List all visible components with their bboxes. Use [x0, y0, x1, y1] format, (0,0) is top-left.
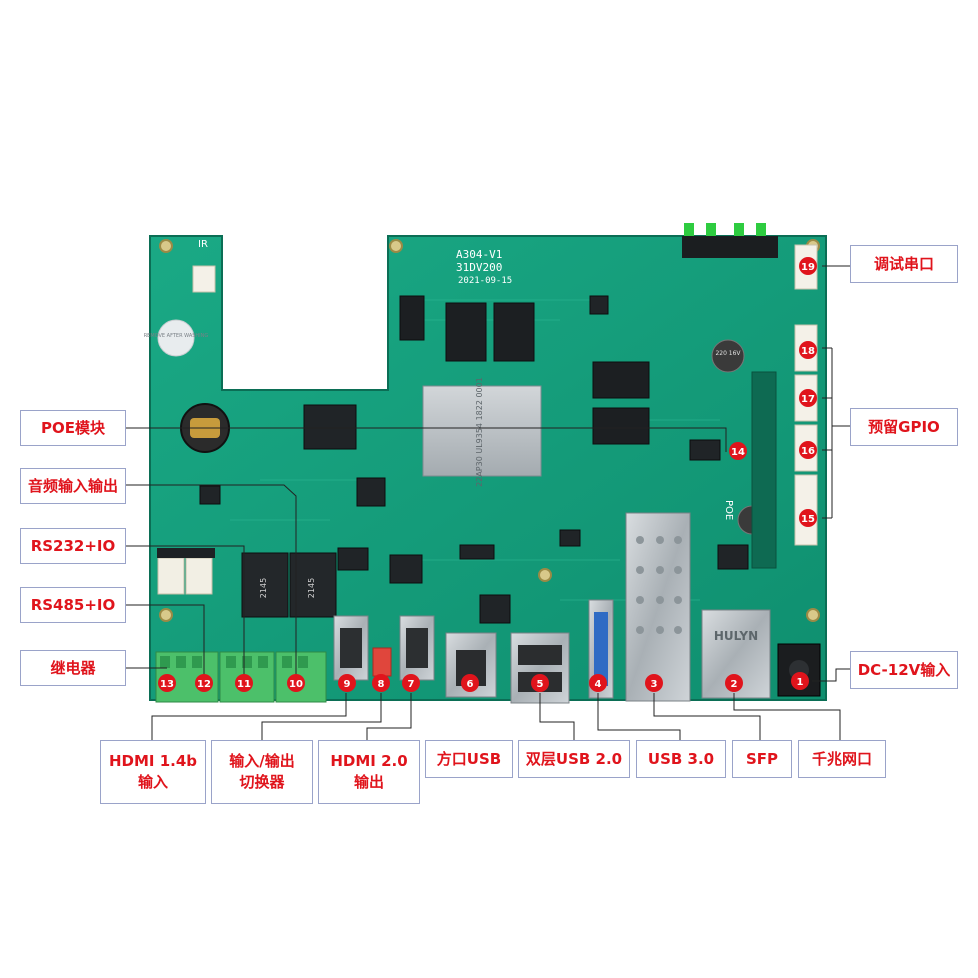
- inductor-1: [241, 552, 289, 618]
- marker-18-dot: [799, 341, 817, 359]
- marker-4-dot: [589, 674, 607, 692]
- marker-12: 12: [197, 679, 211, 690]
- marker-18: 18: [801, 346, 815, 357]
- jst-headers: [192, 244, 818, 546]
- poe-module-board: [751, 371, 777, 569]
- marker-17-dot: [799, 389, 817, 407]
- sfp-cage: [625, 512, 691, 702]
- label-hdmi-in: HDMI 1.4b 输入: [100, 740, 206, 804]
- markers: [158, 257, 817, 692]
- marker-13-dot: [158, 674, 176, 692]
- marker-6: 6: [467, 679, 474, 690]
- marker-14: 14: [731, 447, 745, 458]
- silk-model: A304-V1: [456, 248, 502, 261]
- marker-8-dot: [372, 674, 390, 692]
- marker-19: 19: [801, 262, 815, 273]
- marker-14-dot: [729, 442, 747, 460]
- label-rs485: RS485+IO: [20, 587, 126, 623]
- label-poe: POE模块: [20, 410, 126, 446]
- marker-12-dot: [195, 674, 213, 692]
- marker-numbers: 1 2 3 4 5 6 7 8 9 10 11 12 13 14 15 16 1…: [160, 262, 815, 690]
- marker-3-dot: [645, 674, 663, 692]
- marker-6-dot: [461, 674, 479, 692]
- poe-silk: POE: [723, 500, 734, 520]
- inductor-2: [289, 552, 337, 618]
- io-switch: [372, 647, 392, 677]
- marker-11-dot: [235, 674, 253, 692]
- buzzer: [157, 319, 195, 357]
- label-sfp: SFP: [732, 740, 792, 778]
- marker-11: 11: [237, 679, 251, 690]
- capacitor: [711, 339, 745, 373]
- status-leds: [682, 223, 778, 258]
- relays: [157, 557, 213, 595]
- rj45-brand: HULYN: [714, 629, 758, 643]
- label-debug-uart: 调试串口: [850, 245, 958, 283]
- marker-10-dot: [287, 674, 305, 692]
- label-dual-usb: 双层USB 2.0: [518, 740, 630, 778]
- dual-usb-port: [510, 632, 570, 704]
- marker-4: 4: [595, 679, 602, 690]
- marker-8: 8: [378, 679, 385, 690]
- marker-15-dot: [799, 509, 817, 527]
- inductor-2-mark: 2145: [307, 578, 316, 598]
- marker-7: 7: [408, 679, 415, 690]
- marker-17: 17: [801, 394, 815, 405]
- label-relay: 继电器: [20, 650, 126, 686]
- label-audio: 音频输入输出: [20, 468, 126, 504]
- marker-19-dot: [799, 257, 817, 275]
- label-hdmi-out: HDMI 2.0 输出: [318, 740, 420, 804]
- marker-13: 13: [160, 679, 174, 690]
- marker-1: 1: [797, 677, 804, 688]
- marker-1-dot: [791, 672, 809, 690]
- label-gpio: 预留GPIO: [850, 408, 958, 446]
- memory-chips: [399, 295, 650, 445]
- main-soc: [422, 385, 542, 477]
- silk-date: 2021-09-15: [458, 276, 512, 286]
- silk-code: 31DV200: [456, 261, 502, 274]
- inductor-1-mark: 2145: [259, 578, 268, 598]
- relay-base: [157, 548, 215, 558]
- label-gbe: 千兆网口: [798, 740, 886, 778]
- marker-5-dot: [531, 674, 549, 692]
- buzzer-text: REMOVE AFTER WASHING: [144, 333, 209, 339]
- marker-9-dot: [338, 674, 356, 692]
- marker-7-dot: [402, 674, 420, 692]
- label-io-switch: 输入/输出 切换器: [211, 740, 313, 804]
- label-usb3: USB 3.0: [636, 740, 726, 778]
- marker-2: 2: [731, 679, 738, 690]
- main-soc-text: 22AP30 UL9354 1822 0001: [475, 377, 484, 487]
- capacitor-text: 220 16V: [715, 350, 741, 357]
- marker-3: 3: [651, 679, 658, 690]
- marker-16-dot: [799, 441, 817, 459]
- marker-2-dot: [725, 674, 743, 692]
- marker-5: 5: [537, 679, 544, 690]
- misc-ics: [199, 295, 749, 624]
- marker-16: 16: [801, 446, 815, 457]
- marker-15: 15: [801, 514, 815, 525]
- marker-9: 9: [344, 679, 351, 690]
- marker-10: 10: [289, 679, 303, 690]
- label-square-usb: 方口USB: [425, 740, 513, 778]
- label-dc: DC-12V输入: [850, 651, 958, 689]
- label-rs232: RS232+IO: [20, 528, 126, 564]
- silk-ir: IR: [198, 239, 208, 250]
- leader-lines: [126, 265, 850, 740]
